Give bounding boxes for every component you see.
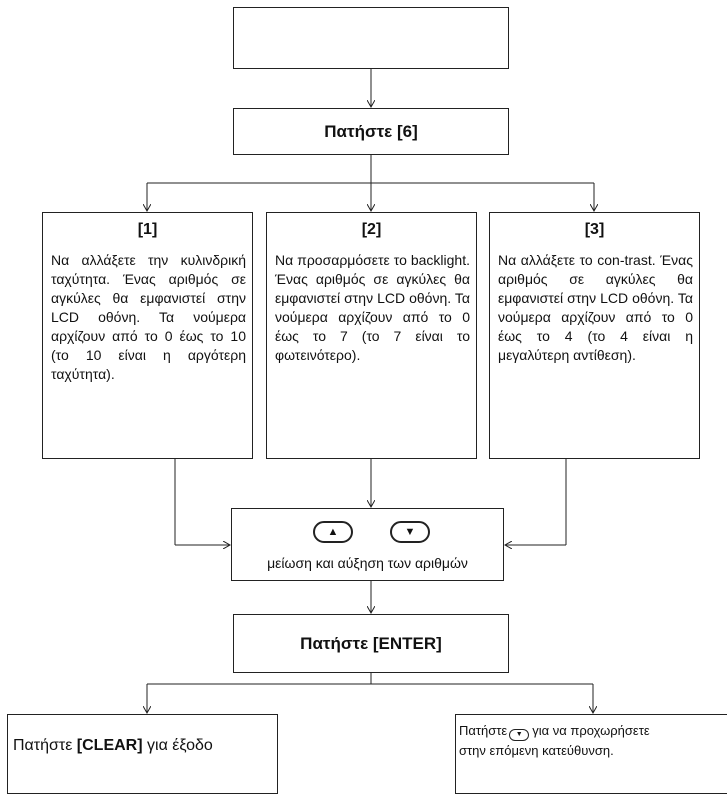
clear-exit-text: Πατήστε [CLEAR] για έξοδο xyxy=(13,737,213,754)
press-6-label: Πατήστε [6] xyxy=(324,122,418,141)
clear-exit-box: Πατήστε [CLEAR] για έξοδο xyxy=(7,714,278,794)
down-arrow-key-icon: ▼ xyxy=(390,521,430,543)
top-empty-box xyxy=(233,7,509,69)
connector-lines xyxy=(0,69,727,777)
option-3-box: [3] Να αλλάξετε το con-trast. Ένας αριθμ… xyxy=(489,212,700,459)
option-3-text: Να αλλάξετε το con-trast. Ένας αριθμός σ… xyxy=(498,252,693,363)
next-direction-text: Πατήστε▼για να προχωρήσετε στην επόμενη … xyxy=(459,723,650,758)
clear-key-label: [CLEAR] xyxy=(76,737,143,754)
next-direction-box: Πατήστε▼για να προχωρήσετε στην επόμενη … xyxy=(455,714,727,794)
option-2-title: [2] xyxy=(361,221,382,238)
option-2-text: Να προσαρμόσετε το backlight. Ένας αριθμ… xyxy=(275,252,470,363)
option-3-title: [3] xyxy=(584,221,605,238)
option-1-title: [1] xyxy=(137,221,158,238)
press-enter-box: Πατήστε [ENTER] xyxy=(233,614,509,673)
option-2-box: [2] Να προσαρμόσετε το backlight. Ένας α… xyxy=(266,212,477,459)
up-arrow-key-icon: ▲ xyxy=(313,521,353,543)
arrow-keys-box: ▲ ▼ μείωση και αύξηση των αριθμών xyxy=(231,508,504,581)
option-1-text: Να αλλάξετε την κυλινδρική ταχύτητα. Ένα… xyxy=(51,252,246,382)
press-6-box: Πατήστε [6] xyxy=(233,108,509,155)
arrow-keys-label: μείωση και αύξηση των αριθμών xyxy=(267,555,468,571)
press-enter-label: Πατήστε [ENTER] xyxy=(300,634,442,653)
down-key-icon: ▼ xyxy=(509,729,530,741)
option-1-box: [1] Να αλλάξετε την κυλινδρική ταχύτητα.… xyxy=(42,212,253,459)
